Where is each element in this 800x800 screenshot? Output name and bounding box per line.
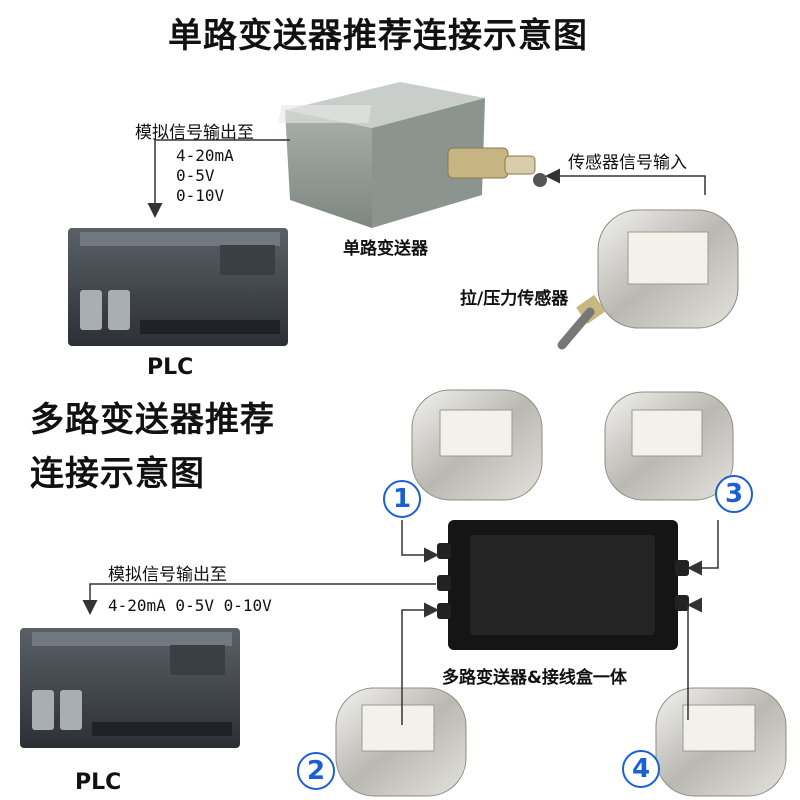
top-title: 单路变送器推荐连接示意图 <box>168 8 588 57</box>
top-plc-device <box>68 228 288 346</box>
channel-1-number: 1 <box>383 480 421 518</box>
top-plc-label: PLC <box>147 355 193 380</box>
multi-box-label: 多路变送器&接线盒一体 <box>442 663 627 688</box>
bottom-signals: 4-20mA 0-5V 0-10V <box>108 596 272 616</box>
bottom-plc-device <box>20 628 240 748</box>
signal-0-5v: 0-5V <box>176 166 234 186</box>
sensor-2 <box>336 688 466 796</box>
top-input-arrow <box>548 176 705 195</box>
sensor-4 <box>656 688 786 796</box>
bottom-title-line1: 多路变送器推荐 <box>30 392 275 441</box>
sensor-input-label: 传感器信号输入 <box>568 148 687 173</box>
bottom-title-line2: 连接示意图 <box>30 446 205 495</box>
multi-transmitter-junction-box <box>437 520 689 650</box>
signal-4-20ma: 4-20mA <box>176 146 234 166</box>
sensor-label: 拉/压力传感器 <box>460 284 568 309</box>
channel-3-number: 3 <box>715 475 753 513</box>
top-sensor <box>562 210 738 345</box>
bottom-output-label: 模拟信号输出至 <box>108 560 227 585</box>
channel-4-number: 4 <box>622 750 660 788</box>
signal-0-10v: 0-10V <box>176 186 234 206</box>
sensor-1 <box>412 390 542 500</box>
top-output-label: 模拟信号输出至 <box>135 118 254 143</box>
arrow-ch1 <box>402 520 436 555</box>
channel-2-number: 2 <box>297 752 335 790</box>
bottom-plc-label: PLC <box>75 770 121 795</box>
arrow-ch3 <box>690 520 718 568</box>
transmitter-label: 单路变送器 <box>343 234 428 259</box>
sensor-3 <box>605 392 733 500</box>
top-signal-list: 4-20mA 0-5V 0-10V <box>176 146 234 206</box>
